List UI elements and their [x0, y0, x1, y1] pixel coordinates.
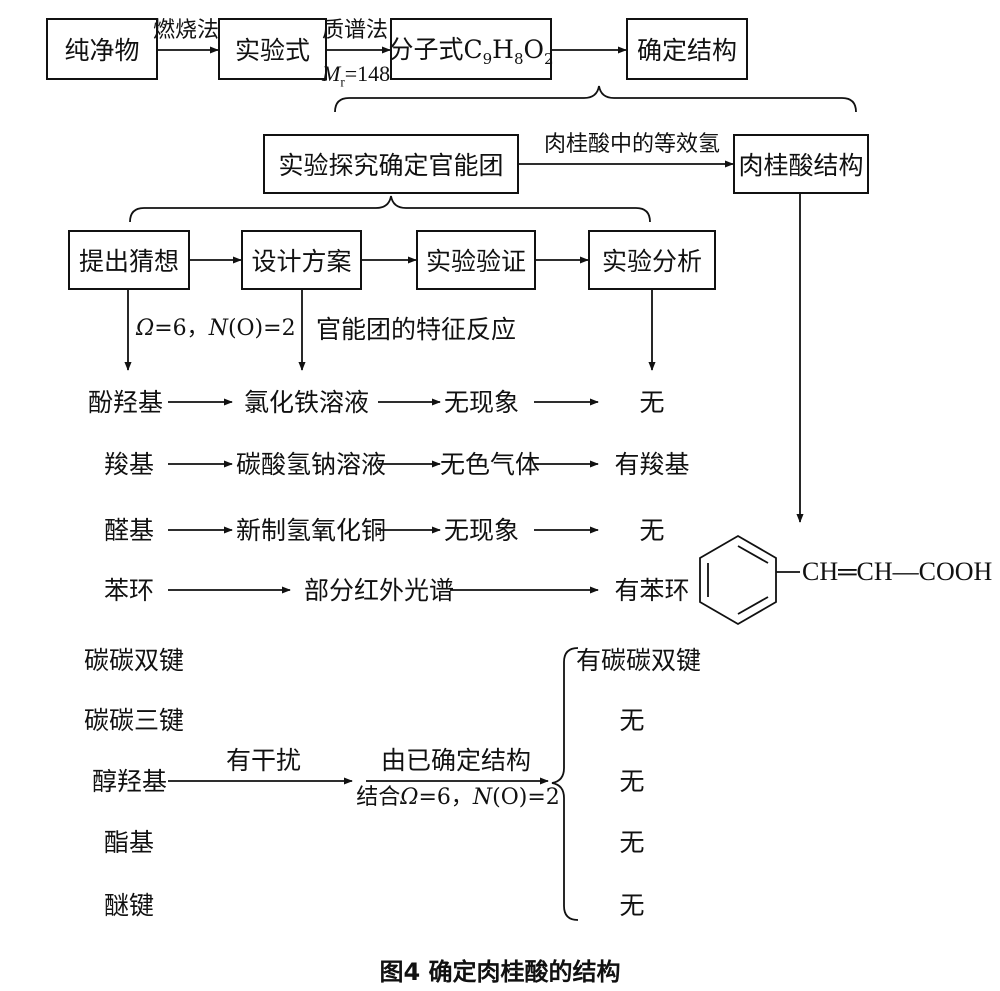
test-result-1: 无	[639, 388, 665, 417]
remaining-result-5: 无	[619, 891, 645, 920]
test-group-phenol: 酚羟基	[88, 388, 164, 417]
benzene-ring	[699, 534, 777, 626]
test-group-carboxyl: 羧基	[104, 450, 155, 479]
pure-substance-label: 纯净物	[64, 36, 140, 65]
test-group-aldehyde: 醛基	[104, 516, 155, 545]
cinnamic-structure-label: 肉桂酸结构	[738, 151, 864, 180]
box-molecular-formula: 分子式C9H8O2	[388, 18, 554, 80]
label-omega-n: Ω=6，N(O)=2	[136, 316, 296, 341]
step-design-label: 设计方案	[251, 247, 352, 276]
benzene-inner-2	[737, 596, 769, 615]
step-hypothesis-label: 提出猜想	[78, 247, 179, 276]
test-method-ir: 部分红外光谱	[304, 576, 455, 605]
test-result-2: 有羧基	[614, 450, 690, 479]
box-pure-substance: 纯净物	[46, 18, 158, 80]
remaining-group-5: 醚键	[104, 891, 155, 920]
label-combine-omega-n: 结合Ω=6，N(O)=2	[356, 785, 560, 810]
test-reagent-cuoh2: 新制氢氧化铜	[236, 516, 387, 545]
label-interference: 有干扰	[226, 746, 302, 775]
empirical-formula-label: 实验式	[234, 36, 310, 65]
box-explore-functional-groups: 实验探究确定官能团	[263, 134, 519, 194]
remaining-result-2: 无	[619, 706, 645, 735]
box-step-hypothesis: 提出猜想	[68, 230, 190, 290]
remaining-result-4: 无	[619, 828, 645, 857]
test-group-benzene: 苯环	[104, 576, 155, 605]
remaining-result-3: 无	[619, 767, 645, 796]
test-observation-2: 无色气体	[440, 450, 541, 479]
step-verify-label: 实验验证	[425, 247, 526, 276]
box-cinnamic-structure: 肉桂酸结构	[733, 134, 869, 194]
figure-caption: 图4 确定肉桂酸的结构	[379, 958, 621, 986]
mr-value: =148	[344, 61, 391, 86]
label-by-structure: 由已确定结构	[380, 746, 532, 775]
box-step-analysis: 实验分析	[588, 230, 716, 290]
remaining-group-3: 醇羟基	[92, 767, 168, 796]
test-result-3: 无	[639, 516, 665, 545]
determine-structure-label: 确定结构	[636, 36, 737, 65]
box-step-design: 设计方案	[241, 230, 362, 290]
mr-subscript: r	[340, 74, 345, 90]
molecular-formula: 分子式C9H8O2	[388, 35, 554, 68]
remaining-group-2: 碳碳三键	[84, 706, 185, 735]
label-characteristic-reaction: 官能团的特征反应	[316, 315, 517, 344]
molecule-side-chain: CH═CH—COOH	[802, 557, 993, 586]
label-equivalent-hydrogen: 肉桂酸中的等效氢	[544, 132, 721, 157]
test-reagent-nahco3: 碳酸氢钠溶液	[236, 450, 387, 479]
benzene-inner-1	[737, 545, 769, 564]
mid-brace	[129, 195, 651, 223]
test-observation-1: 无现象	[444, 388, 520, 417]
remaining-group-1: 碳碳双键	[84, 646, 185, 675]
mr-symbol: M	[322, 61, 341, 86]
test-result-benzene: 有苯环	[614, 576, 690, 605]
box-determine-structure: 确定结构	[626, 18, 748, 80]
test-observation-3: 无现象	[444, 516, 520, 545]
test-reagent-fecl3: 氯化铁溶液	[244, 388, 370, 417]
remaining-group-4: 酯基	[104, 828, 155, 857]
remaining-result-1: 有碳碳双键	[576, 646, 702, 675]
label-combustion: 燃烧法	[153, 18, 220, 43]
box-empirical-formula: 实验式	[218, 18, 327, 80]
label-mr: Mr=148	[322, 63, 390, 89]
label-mass-spec: 质谱法	[322, 18, 389, 43]
explore-label: 实验探究确定官能团	[278, 151, 504, 180]
result-brace	[551, 647, 579, 921]
box-step-verify: 实验验证	[416, 230, 536, 290]
top-brace	[334, 85, 857, 113]
step-analysis-label: 实验分析	[601, 247, 702, 276]
